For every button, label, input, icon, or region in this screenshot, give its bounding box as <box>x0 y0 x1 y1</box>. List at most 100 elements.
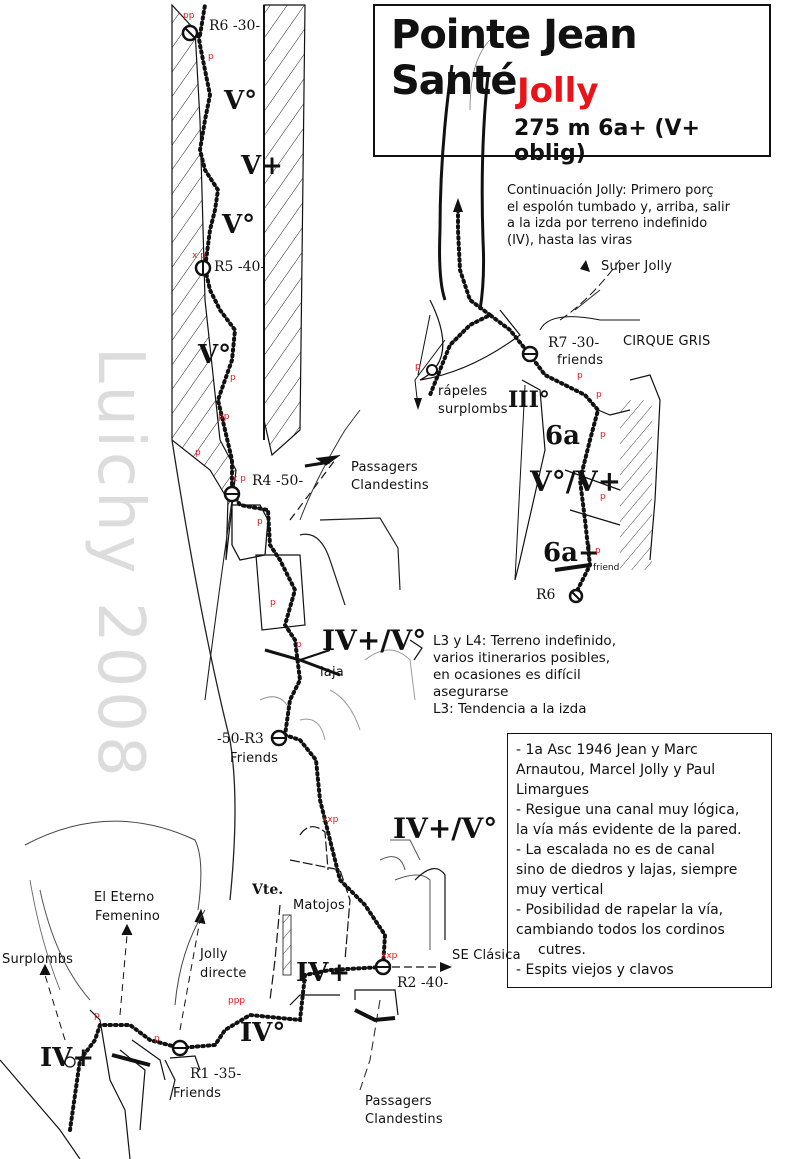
note-line: en ocasiones es difícil <box>433 667 581 683</box>
label-laja: laja <box>320 665 344 680</box>
protection-mark: pp <box>218 412 230 422</box>
note-line: varios itinerarios posibles, <box>433 650 611 666</box>
belay-label-r6b: R6 <box>536 587 556 603</box>
note-line: el espolón tumbado y, arriba, salir <box>507 199 730 215</box>
label-cirque-gris: CIRQUE GRIS <box>623 334 711 349</box>
label-friend-small: friend <box>593 563 620 573</box>
watermark: Luichy 2008 <box>83 347 157 781</box>
info-line: - 1a Asc 1946 Jean y Marc <box>516 742 698 758</box>
protection-mark: pp <box>183 11 195 21</box>
protection-mark: p <box>296 640 302 650</box>
belay-icon-r6b <box>568 588 584 604</box>
grade-label: IV+/V° <box>393 812 498 845</box>
belay-icon-r4 <box>223 485 241 503</box>
grade-label: V°/V+ <box>530 465 622 498</box>
info-line: - Posibilidad de rapelar la vía, <box>516 902 724 918</box>
belay-icon-r7 <box>521 345 539 363</box>
rappel-ring-icon <box>426 364 438 376</box>
label-surplombs: Surplombs <box>2 952 74 967</box>
belay-icon-r5 <box>194 259 212 277</box>
label-se-clasica: SE Clásica <box>452 948 521 963</box>
route-name: Jolly <box>517 71 599 111</box>
info-box: - 1a Asc 1946 Jean y Marc Arnautou, Marc… <box>507 733 772 988</box>
label-eterno-2: Femenino <box>95 909 161 924</box>
belay-icon-r1 <box>171 1039 189 1057</box>
protection-mark: p <box>595 546 601 556</box>
wall-right-column <box>263 4 306 457</box>
route-stats: 275 m 6a+ (V+ oblig) <box>514 116 700 166</box>
protection-mark: p <box>208 52 214 62</box>
grade-label: III° <box>508 387 550 413</box>
grade-label: 6a+ <box>543 538 600 568</box>
protection-mark: p <box>94 1011 100 1021</box>
info-line: muy vertical <box>516 882 604 898</box>
info-line: cambiando todos los cordinos <box>516 922 725 938</box>
belay-icon-r6 <box>181 24 199 42</box>
label-rapeles-2: surplombs <box>438 402 508 417</box>
l3-l4-note: L3 y L4: Terreno indefinido, varios itin… <box>433 633 616 718</box>
protection-mark: p <box>230 373 236 383</box>
info-line: la vía más evidente de la pared. <box>516 822 742 838</box>
note-line: L3: Tendencia a la izda <box>433 701 587 717</box>
route-line-upper <box>428 312 601 597</box>
belay-icon-r2 <box>374 958 392 976</box>
protection-mark: xxp <box>322 815 339 825</box>
belay-note-r1: Friends <box>173 1086 222 1101</box>
belay-label-r4: R4 -50- <box>252 473 304 489</box>
protection-mark: p <box>415 362 421 372</box>
protection-mark: x p <box>232 474 246 484</box>
grade-label: IV+ <box>296 958 351 988</box>
peak-title: Pointe Jean Santé <box>391 12 638 104</box>
protection-mark: p <box>600 430 606 440</box>
belay-label-r3: -50-R3 <box>217 731 264 747</box>
note-line: (IV), hasta las viras <box>507 232 633 248</box>
belay-label-r2: R2 -40- <box>397 975 449 991</box>
info-line: Arnautou, Marcel Jolly y Paul <box>516 762 716 778</box>
note-line: Continuación Jolly: Primero porç <box>507 183 714 198</box>
info-line: - Espits viejos y clavos <box>516 962 674 978</box>
grade-label: V+ <box>241 151 283 181</box>
info-line: - La escalada no es de canal <box>516 842 715 858</box>
info-line: Limargues <box>516 782 590 798</box>
label-eterno-1: El Eterno <box>94 890 155 905</box>
belay-note-r7: friends <box>557 353 604 368</box>
label-jolly-directe-2: directe <box>200 966 247 981</box>
label-super-jolly: Super Jolly <box>601 259 673 274</box>
belay-label-r1: R1 -35- <box>190 1066 242 1082</box>
grade-label: V° <box>198 340 232 370</box>
tree-icon <box>64 1056 76 1068</box>
label-jolly-directe-1: Jolly <box>200 947 228 962</box>
protection-mark: p <box>154 1034 160 1044</box>
grade-label: Vte. <box>252 882 284 898</box>
grade-label: IV+/V° <box>322 624 427 657</box>
wall-left-upper <box>171 3 237 561</box>
route-line-main <box>68 30 388 1132</box>
protection-mark: xxp <box>381 951 398 961</box>
protection-mark: p <box>596 390 602 400</box>
label-rapeles-1: rápeles <box>438 384 488 399</box>
protection-mark: p <box>577 371 583 381</box>
protection-mark: p <box>195 448 201 458</box>
label-passagers-top-1: Passagers <box>351 460 418 475</box>
label-passagers-top-2: Clandestins <box>351 478 429 493</box>
protection-mark: p <box>257 517 263 527</box>
grade-label: V° <box>224 86 258 116</box>
belay-label-r5: R5 -40- <box>214 259 266 275</box>
grade-label: V° <box>222 210 256 240</box>
label-passagers-bottom-1: Passagers <box>365 1094 432 1109</box>
info-line: sino de diedros y lajas, siempre <box>516 862 738 878</box>
grade-label: IV+ <box>40 1043 95 1073</box>
belay-label-r6: R6 -30- <box>209 18 261 34</box>
protection-mark: ppp <box>228 996 246 1006</box>
note-line: L3 y L4: Terreno indefinido, <box>433 633 616 649</box>
info-line: cutres. <box>538 942 586 958</box>
title-box: Pointe Jean Santé Jolly 275 m 6a+ (V+ ob… <box>373 4 771 166</box>
note-line: a la izda por terreno indefinido <box>507 216 708 231</box>
grade-label: 6a <box>545 421 580 451</box>
note-line: asegurarse <box>433 684 509 700</box>
label-matojos: Matojos <box>293 898 345 913</box>
route-line-exit <box>456 208 492 317</box>
protection-mark: p <box>600 492 606 502</box>
label-passagers-bottom-2: Clandestins <box>365 1112 443 1127</box>
